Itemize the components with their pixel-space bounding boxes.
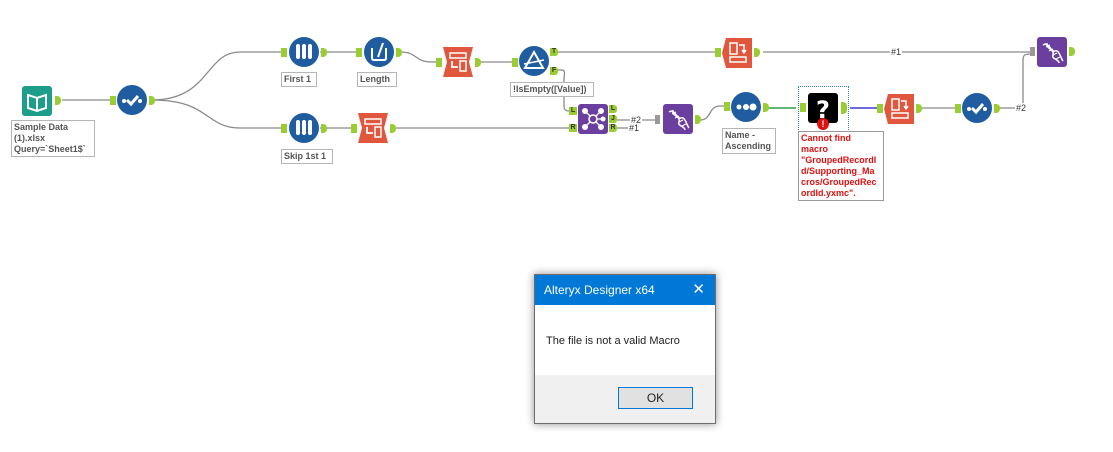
input-anchor[interactable] <box>715 48 721 57</box>
input-anchor[interactable] <box>955 104 961 113</box>
test-tubes-icon <box>289 113 319 143</box>
filter-false-anchor[interactable]: F <box>550 67 558 75</box>
tool-annotation: First 1 <box>281 72 317 87</box>
output-anchor[interactable] <box>475 58 481 67</box>
crosstab-icon <box>884 94 914 124</box>
connection-label: #2 <box>630 115 643 125</box>
input-anchor[interactable] <box>351 124 357 133</box>
join-network-icon <box>578 104 608 134</box>
output-anchor[interactable] <box>321 124 327 133</box>
dots-icon <box>731 92 761 122</box>
error-badge-icon: ! <box>817 118 829 130</box>
book-icon <box>22 86 52 116</box>
input-anchor[interactable] <box>110 96 116 105</box>
ok-button[interactable]: OK <box>618 387 693 409</box>
close-icon[interactable]: ✕ <box>692 281 705 298</box>
checkmark-icon <box>117 85 147 115</box>
join-tool[interactable] <box>578 104 608 134</box>
missing-macro-tool[interactable]: ? <box>808 93 838 124</box>
tool-annotation: Name - Ascending <box>722 128 776 154</box>
input-anchor[interactable] <box>655 115 660 124</box>
sample-first-tool[interactable] <box>289 37 319 67</box>
tool-annotation: Length <box>357 72 397 87</box>
join-join-output-anchor[interactable]: J <box>609 115 617 123</box>
output-anchor[interactable] <box>390 124 396 133</box>
input-anchor[interactable] <box>281 48 287 57</box>
join-right-output-anchor[interactable]: R <box>609 124 617 132</box>
dna-icon <box>663 104 693 134</box>
input-anchor[interactable] <box>800 103 806 112</box>
transpose-icon <box>358 113 388 143</box>
formula-tool[interactable] <box>364 37 394 67</box>
join-left-output-anchor[interactable]: L <box>609 105 617 113</box>
output-anchor[interactable] <box>321 48 327 57</box>
error-annotation: Cannot find macro "GroupedRecordI d/Supp… <box>798 131 884 201</box>
input-anchor[interactable] <box>356 48 362 57</box>
checkmark-icon <box>962 93 992 123</box>
output-anchor[interactable] <box>149 96 155 105</box>
join-left-input-anchor[interactable]: L <box>569 107 577 115</box>
filter-triangle-icon <box>519 46 549 76</box>
input-anchor[interactable] <box>436 58 442 67</box>
connection-label: #1 <box>890 47 903 57</box>
tool-annotation: Skip 1st 1 <box>281 149 333 164</box>
dna-icon <box>1037 37 1067 67</box>
filter-true-anchor[interactable]: T <box>550 48 558 56</box>
output-anchor[interactable] <box>55 96 61 105</box>
tool-annotation: !IsEmpty([Value]) <box>510 82 594 97</box>
sort-tool[interactable] <box>731 92 761 122</box>
dialog-message: The file is not a valid Macro <box>546 335 680 347</box>
input-anchor[interactable] <box>512 58 518 67</box>
output-anchor[interactable] <box>1069 47 1075 56</box>
output-anchor[interactable] <box>916 104 922 113</box>
output-anchor[interactable] <box>695 115 701 124</box>
crosstab-tool[interactable] <box>884 94 914 124</box>
question-mark-icon: ? <box>808 93 838 124</box>
input-anchor[interactable] <box>281 124 287 133</box>
union-tool[interactable] <box>663 104 693 134</box>
error-dialog: Alteryx Designer x64 ✕ The file is not a… <box>534 274 716 424</box>
test-tubes-icon <box>289 37 319 67</box>
join-right-input-anchor[interactable]: R <box>569 124 577 132</box>
transpose-tool[interactable] <box>443 47 473 77</box>
connection-label: #1 <box>628 123 641 133</box>
connection-label: #2 <box>1015 103 1028 113</box>
output-anchor[interactable] <box>841 102 847 114</box>
sample-skip-tool[interactable] <box>289 113 319 143</box>
output-anchor[interactable] <box>396 48 402 57</box>
filter-tool[interactable] <box>519 46 549 76</box>
crosstab-tool[interactable] <box>722 38 752 68</box>
beaker-icon <box>364 37 394 67</box>
dialog-title-bar[interactable]: Alteryx Designer x64 ✕ <box>535 275 715 305</box>
input-anchor[interactable] <box>724 102 730 111</box>
transpose-tool[interactable] <box>358 113 388 143</box>
select-tool[interactable] <box>117 85 147 115</box>
union-tool[interactable] <box>1037 37 1067 67</box>
transpose-icon <box>443 47 473 77</box>
dialog-footer: OK <box>535 375 715 423</box>
output-anchor[interactable] <box>754 48 760 57</box>
output-anchor[interactable] <box>763 103 769 112</box>
output-anchor[interactable] <box>994 104 1000 113</box>
select-tool[interactable] <box>962 93 992 123</box>
svg-text:?: ? <box>816 96 830 123</box>
input-data-tool[interactable] <box>22 86 52 116</box>
input-anchor[interactable] <box>877 104 883 113</box>
input-anchor[interactable] <box>1030 47 1035 56</box>
tool-annotation: Sample Data (1).xlsx Query=`Sheet1$` <box>11 120 95 157</box>
crosstab-icon <box>722 38 752 68</box>
dialog-title: Alteryx Designer x64 <box>544 283 655 297</box>
